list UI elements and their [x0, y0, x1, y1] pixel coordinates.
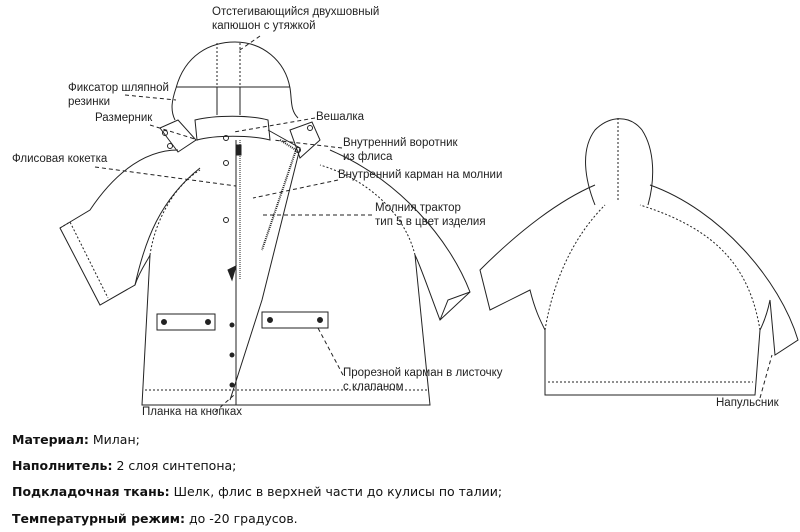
label-hat-elastic-line2: резинки	[68, 96, 111, 108]
label-inner-collar-line2: из флиса	[343, 151, 393, 163]
spec-lining: Подкладочная ткань: Шелк, флис в верхней…	[12, 484, 502, 499]
leader-lines	[94, 35, 773, 413]
label-hat-elastic-line1: Фиксатор шляпной	[68, 82, 169, 94]
spec-key: Подкладочная ткань:	[12, 484, 170, 499]
label-cuff: Напульсник	[716, 397, 779, 409]
spec-value: Шелк, флис в верхней части до кулисы по …	[173, 484, 503, 499]
label-zipper: Молния трактор тип 5 в цвет изделия	[375, 201, 486, 229]
spec-key: Материал:	[12, 432, 89, 447]
label-hanger: Вешалка	[316, 111, 365, 123]
label-placket: Планка на кнопках	[142, 406, 242, 418]
label-hood: Отстегивающийся двухшовный капюшон с утя…	[212, 5, 379, 33]
label-inner-collar-line1: Внутренний воротник	[343, 137, 458, 149]
label-inner-collar: Внутренний воротник из флиса	[343, 136, 458, 164]
label-zipper-line1: Молния трактор	[375, 202, 461, 214]
back-body	[479, 184, 799, 396]
back-view	[479, 118, 799, 396]
spec-filler: Наполнитель: 2 слоя синтепона;	[12, 458, 236, 473]
label-welt-pocket-line1: Прорезной карман в листочку	[343, 367, 503, 379]
spec-key: Наполнитель:	[12, 458, 113, 473]
label-hat-elastic: Фиксатор шляпной резинки	[68, 81, 169, 109]
spec-value: 2 слоя синтепона;	[116, 458, 237, 473]
label-zipper-line2: тип 5 в цвет изделия	[375, 216, 486, 228]
left-pocket-flap	[156, 313, 216, 331]
spec-key: Температурный режим:	[12, 511, 185, 526]
label-size-tag: Размерник	[95, 112, 153, 124]
front-collar	[194, 115, 271, 141]
label-hood-line2: капюшон с утяжкой	[212, 20, 316, 32]
front-hood	[171, 41, 299, 121]
label-welt-pocket: Прорезной карман в листочку с клапаном	[343, 366, 503, 394]
spec-value: Милан;	[92, 432, 140, 447]
label-fleece-yoke: Флисовая кокетка	[12, 153, 108, 165]
spec-material: Материал: Милан;	[12, 432, 140, 447]
front-view	[59, 41, 471, 406]
label-welt-pocket-line2: с клапаном	[343, 381, 404, 393]
spec-temperature: Температурный режим: до -20 градусов.	[12, 511, 298, 526]
right-pocket-flap	[261, 311, 329, 329]
back-hood	[585, 118, 654, 206]
label-inner-pocket: Внутренний карман на молнии	[338, 169, 503, 181]
label-hood-line1: Отстегивающийся двухшовный	[212, 6, 380, 18]
spec-value: до -20 градусов.	[188, 511, 298, 526]
